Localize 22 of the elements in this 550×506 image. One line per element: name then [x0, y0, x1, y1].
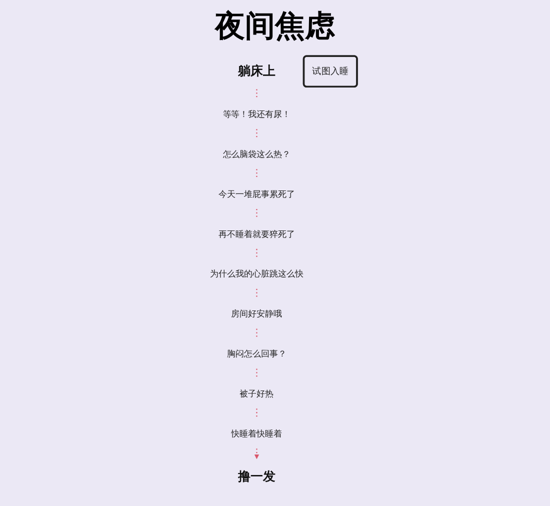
node-text: 胸闷怎么回事？ [227, 348, 286, 359]
node-text: 等等！我还有尿！ [222, 109, 291, 120]
connector [256, 328, 258, 339]
node-text: 为什么我的心脏跳这么快 [210, 268, 304, 279]
node-text: 撸一发 [238, 470, 276, 484]
node-text: 被子好热 [240, 388, 274, 399]
connector [256, 129, 258, 140]
diagram-title: 夜间焦虑 [214, 8, 336, 46]
connector [256, 169, 258, 180]
node-text: 再不睡着就要猝死了 [218, 228, 295, 240]
node-text: 快睡着快睡着 [231, 428, 282, 439]
connector [256, 209, 258, 220]
connector [256, 368, 258, 379]
arrow [254, 448, 260, 460]
connector [256, 408, 258, 419]
node-text: 今天一堆屁事累死了 [218, 188, 295, 200]
connector [256, 288, 258, 300]
node-text: 怎么脑袋这么热？ [222, 148, 291, 160]
node-text: 躺床上 [238, 64, 276, 78]
node-text: 房间好安静哦 [231, 308, 282, 319]
connector [256, 89, 258, 100]
connector [256, 248, 258, 260]
